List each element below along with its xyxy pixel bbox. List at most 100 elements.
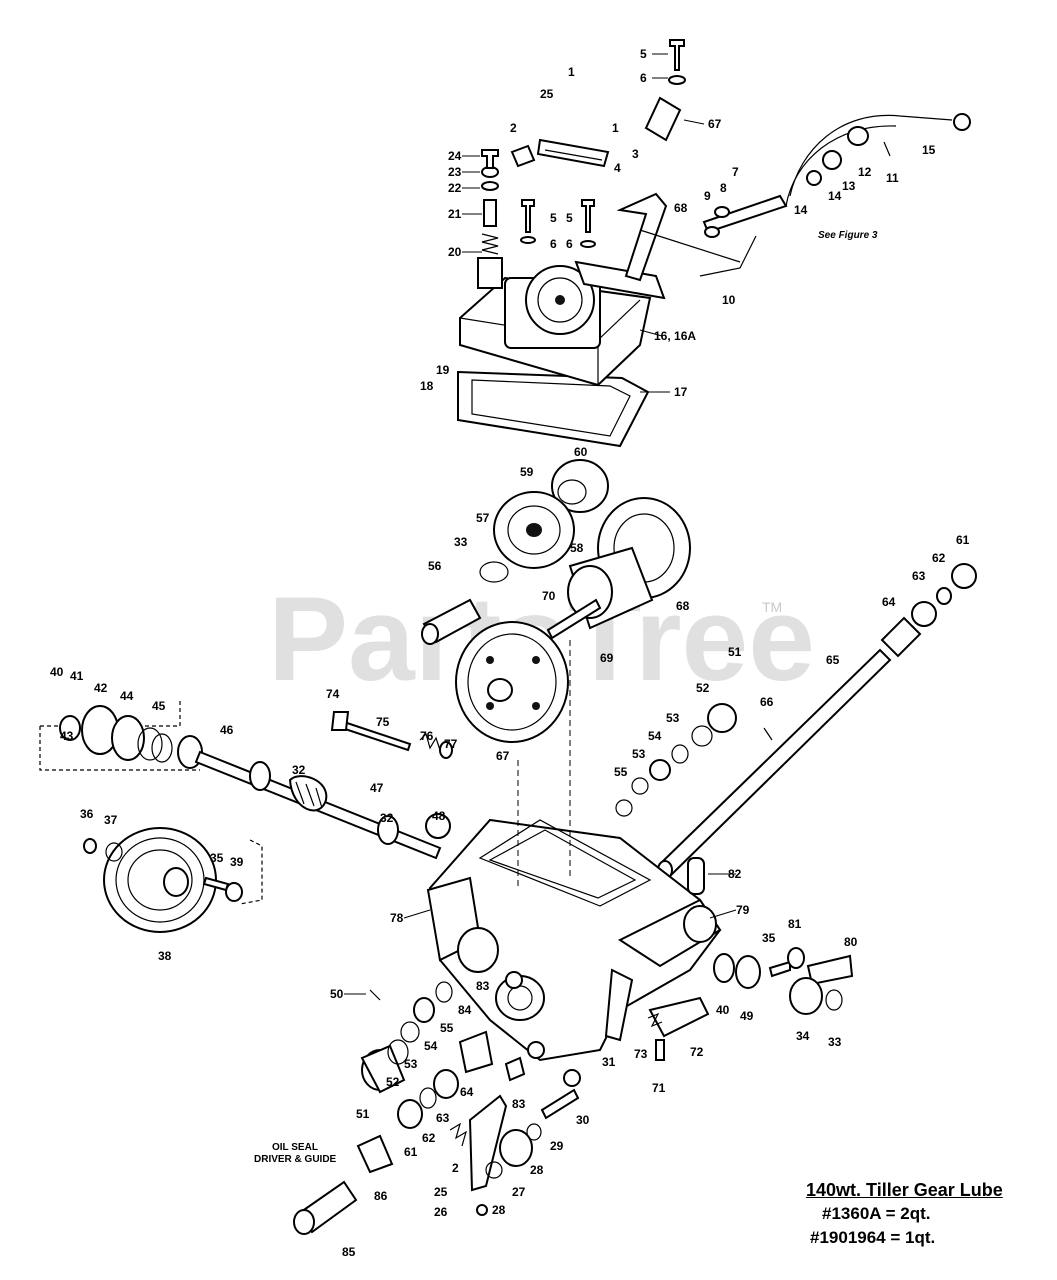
- label-27: 27: [512, 1185, 526, 1199]
- right-lower-parts: [604, 947, 854, 1061]
- gear-set: [421, 459, 691, 743]
- label-54-top: 54: [648, 729, 662, 743]
- label-4: 4: [614, 161, 621, 175]
- label-25-top: 25: [540, 87, 554, 101]
- washer-6-left: [520, 236, 536, 244]
- washer-6-top: [668, 75, 686, 85]
- nut-26: [476, 1204, 488, 1216]
- washer-9: [704, 226, 720, 238]
- label-54-bottom: 54: [424, 1039, 438, 1053]
- bolt-83-top: [505, 971, 523, 989]
- label-17: 17: [674, 385, 688, 399]
- label-35-left: 35: [210, 851, 224, 865]
- snap-ring-57: [479, 561, 509, 583]
- label-51-bottom: 51: [356, 1107, 370, 1121]
- label-53-top: 53: [666, 711, 680, 725]
- gear-67: [455, 621, 569, 743]
- label-64-right: 64: [882, 595, 896, 609]
- label-32-left: 32: [292, 763, 306, 777]
- pin-21: [483, 199, 497, 227]
- label-62-bottom: 62: [422, 1131, 436, 1145]
- label-40-right: 40: [716, 1003, 730, 1017]
- label-16: 16, 16A: [654, 329, 696, 343]
- washer-28-top: [526, 1123, 542, 1141]
- label-25-bottom: 25: [434, 1185, 448, 1199]
- gear-lube-note: 140wt. Tiller Gear Lube #1360A = 2qt. #1…: [806, 1178, 1046, 1250]
- washer-62-bottom: [419, 1087, 437, 1109]
- yoke-34: [789, 977, 823, 1015]
- label-57: 57: [476, 511, 490, 525]
- label-6-top: 6: [640, 71, 647, 85]
- label-61-right: 61: [956, 533, 970, 547]
- label-18: 18: [420, 379, 434, 393]
- label-83-bottom: 83: [512, 1097, 526, 1111]
- label-46: 46: [220, 723, 234, 737]
- label-63-bottom: 63: [436, 1111, 450, 1125]
- label-44: 44: [120, 689, 134, 703]
- clip-74: [330, 711, 350, 731]
- pulley-assembly: [83, 827, 263, 933]
- label-45: 45: [152, 699, 166, 713]
- pin-29: [540, 1088, 580, 1120]
- washer-62-right: [936, 587, 952, 605]
- left-lower-parts: [293, 971, 581, 1235]
- shaft-70: [546, 598, 602, 640]
- part-27: [499, 1129, 533, 1167]
- label-13: 13: [842, 179, 856, 193]
- label-67-mid: 67: [496, 749, 510, 763]
- label-50: 50: [330, 987, 344, 1001]
- label-53-bottom: 53: [404, 1057, 418, 1071]
- bearing-48: [425, 813, 451, 839]
- washer-22: [481, 181, 499, 191]
- label-3: 3: [632, 147, 639, 161]
- label-6-mid: 6: [550, 237, 557, 251]
- label-14-a: 14: [794, 203, 808, 217]
- bearing-32-right: [377, 815, 399, 845]
- bearing-32-left: [249, 761, 271, 791]
- worm-gear-47: [288, 775, 328, 812]
- label-85-bottom: 85: [342, 1245, 356, 1259]
- cable-end-15: [953, 113, 971, 131]
- washer-55-top: [615, 799, 633, 817]
- watermark-tm: TM: [762, 599, 782, 615]
- label-6-mid2: 6: [566, 237, 573, 251]
- assembly-bracket-46: [39, 700, 200, 771]
- washer-33-right: [825, 989, 843, 1011]
- label-64-bottom: 64: [460, 1085, 474, 1099]
- note-see-figure: See Figure 3: [818, 230, 878, 241]
- washer-81: [787, 947, 805, 969]
- label-70: 70: [542, 589, 556, 603]
- label-38: 38: [158, 949, 172, 963]
- lever-68: [616, 192, 668, 282]
- label-74: 74: [326, 687, 340, 701]
- label-1-a: 1: [568, 65, 575, 79]
- label-31: 31: [602, 1055, 616, 1069]
- label-41: 41: [70, 669, 84, 683]
- part-51-top: [707, 703, 737, 733]
- label-60: 60: [574, 445, 588, 459]
- label-5-top: 5: [640, 47, 647, 61]
- label-34: 34: [796, 1029, 810, 1043]
- pin-35-right: [768, 960, 791, 978]
- label-35-right: 35: [762, 931, 776, 945]
- label-1-b: 1: [612, 121, 619, 135]
- label-68-top: 68: [674, 201, 688, 215]
- label-24: 24: [448, 149, 462, 163]
- bearing-54-top: [649, 759, 671, 781]
- leader-lines: [344, 53, 737, 995]
- key-66: [763, 727, 773, 741]
- label-51-top: 51: [728, 645, 742, 659]
- pin-50: [369, 989, 381, 1001]
- washer-53-bottom: [400, 1021, 420, 1043]
- bearing-63-bottom: [433, 1069, 459, 1099]
- label-19: 19: [436, 363, 450, 377]
- label-33-right: 33: [828, 1035, 842, 1049]
- label-48: 48: [432, 809, 446, 823]
- worm-shaft-assembly: [39, 700, 453, 860]
- part-labels: 5 6 67 1 25 1 2 3 4 24 23 22 21 20 5 6 5…: [50, 47, 970, 1259]
- label-52-top: 52: [696, 681, 710, 695]
- label-33-top: 33: [454, 535, 468, 549]
- right-shaft-assembly: [615, 563, 977, 880]
- bracket-3: [536, 138, 610, 168]
- label-37: 37: [104, 813, 118, 827]
